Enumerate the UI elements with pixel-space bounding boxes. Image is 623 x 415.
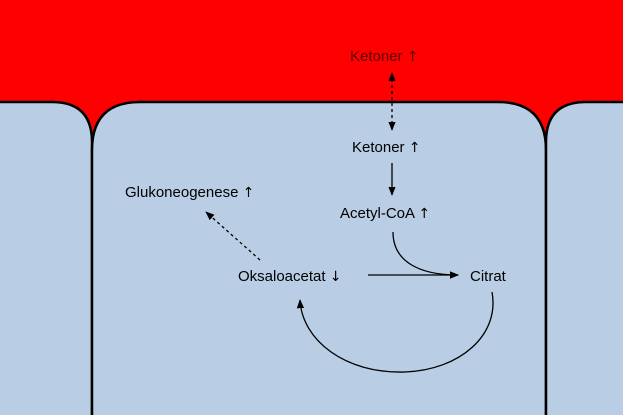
cycle-return-arrow [296, 291, 494, 373]
acetyl-coa-text: Acetyl-CoA [340, 205, 415, 222]
cell-left [0, 100, 94, 415]
citrat-text: Citrat [470, 268, 506, 285]
oaa-to-gluconeogenesis-arrow [205, 211, 261, 261]
up-arrow-icon: ↑ [242, 185, 255, 201]
cell-right [544, 100, 623, 415]
acetyl-coa-label: Acetyl-CoA ↑ [340, 205, 430, 223]
up-arrow-icon: ↑ [408, 140, 421, 156]
ketoner-blood-label: Ketoner ↑ [350, 48, 418, 66]
citrat-label: Citrat [470, 268, 506, 286]
oksaloacetat-label: Oksaloacetat ↓ [238, 268, 341, 286]
up-arrow-icon: ↑ [418, 206, 431, 222]
down-arrow-icon: ↓ [329, 269, 342, 285]
glukoneogenese-text: Glukoneogenese [125, 184, 239, 201]
ketoner-cell-text: Ketoner [352, 139, 405, 156]
up-arrow-icon: ↑ [406, 49, 419, 65]
cell-center [90, 100, 548, 415]
ketoner-cell-label: Ketoner ↑ [352, 139, 420, 157]
oksaloacetat-text: Oksaloacetat [238, 268, 326, 285]
acetylcoa-to-citrate-arrow [392, 231, 459, 279]
glukoneogenese-label: Glukoneogenese ↑ [125, 184, 254, 202]
ketoner-blood-text: Ketoner [350, 48, 403, 65]
